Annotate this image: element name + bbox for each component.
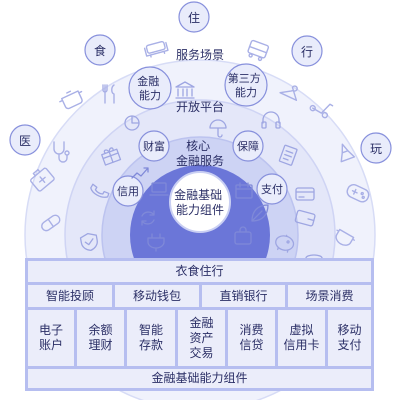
pig-icon [275, 234, 295, 253]
leaf-icon [251, 204, 269, 222]
gift-icon [101, 147, 122, 166]
stack-row3-item: 虚拟 信用卡 [278, 310, 325, 366]
bank-icon [175, 81, 195, 99]
scenario-tag-label: 行 [301, 45, 313, 59]
stack-row3-item: 消费 信贷 [228, 310, 275, 366]
chart-icon [124, 115, 140, 131]
scenario-tag-label: 玩 [370, 142, 382, 156]
umbrella-icon [209, 119, 227, 138]
stack-row3-item: 金融 资产 交易 [178, 310, 225, 366]
center-component-circle [169, 171, 231, 233]
scooter-icon [309, 103, 334, 119]
stack-bottom-bar: 金融基础能力组件 [28, 369, 371, 388]
stack-row3-item: 智能 存款 [127, 310, 175, 366]
open-platform-tag-label: 第三方 能力 [228, 71, 265, 99]
ring-label-core-financial-services: 核心 金融服务 [176, 139, 224, 168]
core-service-tag-label: 保障 [237, 139, 259, 153]
stack-row3-item: 余额 理财 [77, 310, 124, 366]
calendar-icon [235, 182, 253, 199]
open-platform-tag-financial-capability: 金融 能力 [128, 66, 172, 110]
headset-icon [261, 111, 281, 129]
scenario-tag-medical: 医 [9, 124, 41, 156]
core-service-tag-label: 财富 [143, 139, 165, 153]
sofa-icon [143, 40, 169, 58]
open-platform-tag-third-party: 第三方 能力 [224, 63, 268, 107]
trend-icon [131, 167, 149, 179]
stethoscope-icon [53, 141, 70, 163]
laptop-icon [149, 182, 169, 196]
wallet-icon [294, 209, 316, 227]
document-icon [278, 144, 298, 166]
pot-icon [59, 90, 83, 110]
cutlery-icon [102, 84, 115, 104]
stack-row3-item: 移动 支付 [328, 310, 371, 366]
scenario-tag-live: 住 [178, 1, 210, 33]
pill-icon [41, 214, 61, 232]
badminton-icon [340, 143, 356, 163]
bus-icon [247, 39, 270, 62]
scenario-tag-food: 食 [84, 34, 116, 66]
bag-icon [234, 226, 252, 245]
scenario-tag-travel: 行 [291, 35, 323, 67]
core-service-tag-wealth: 财富 [138, 130, 170, 162]
core-service-tag-label: 支付 [261, 183, 283, 196]
scenario-tag-play: 玩 [360, 132, 392, 164]
center-component-label: 金融基础 能力组件 [174, 187, 226, 217]
core-service-tag-payment: 支付 [256, 173, 288, 205]
scenario-tag-label: 食 [94, 43, 106, 58]
stack-row3-item: 电子 账户 [28, 310, 74, 366]
stack-top-bar: 衣食住行 [28, 261, 371, 282]
stack-row2-item: 场景消费 [288, 285, 371, 307]
scenario-tag-label: 住 [188, 11, 200, 25]
medical-kit-icon [30, 167, 55, 192]
stack-row2-item: 直销银行 [202, 285, 285, 307]
hanger-icon [279, 85, 298, 101]
card-icon [295, 187, 315, 201]
core-service-tag-protection: 保障 [232, 130, 264, 162]
plug-icon [147, 233, 165, 252]
phone-icon [90, 183, 110, 198]
open-platform-tag-label: 金融 能力 [137, 74, 163, 102]
sync-icon [141, 210, 155, 226]
shield-icon [79, 232, 98, 252]
core-service-tag-label: 信用 [117, 185, 139, 198]
gamepad-icon [346, 183, 370, 203]
stack-row2-item: 智能投顾 [28, 285, 112, 307]
core-service-tag-credit: 信用 [112, 175, 144, 207]
ring-label-service-scenarios: 服务场景 [176, 47, 224, 62]
scenario-tag-label: 医 [19, 134, 31, 148]
mask-icon [335, 228, 356, 246]
stack-row2-item: 移动钱包 [115, 285, 199, 307]
ring-label-open-platform: 开放平台 [176, 99, 224, 114]
